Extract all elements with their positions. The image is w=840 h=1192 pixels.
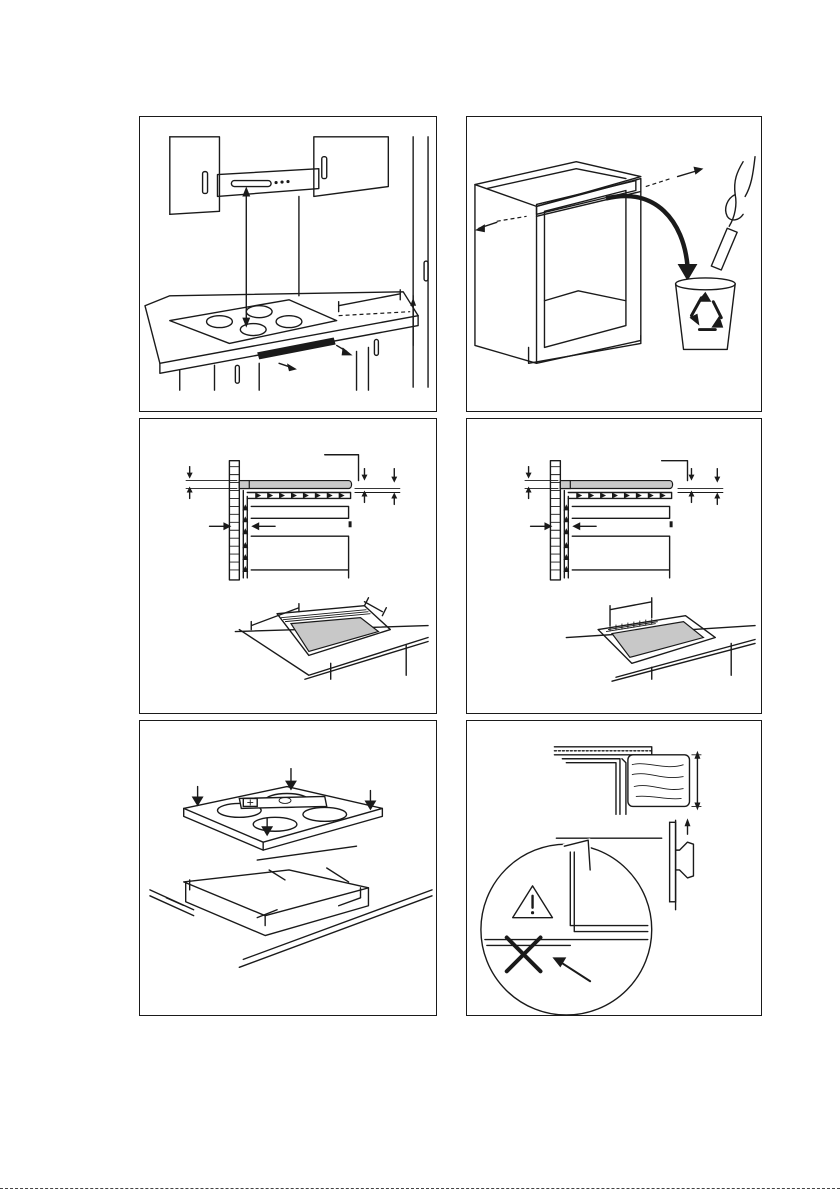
hood-clearance-drawing — [140, 117, 436, 411]
remove-cabinet-panel-drawing — [467, 117, 761, 411]
ventilation-with-frame-drawing — [140, 419, 436, 713]
figure-worktop-drawer-warning — [466, 720, 762, 1016]
figure-ventilation-without-frame — [466, 418, 762, 714]
figure-remove-cabinet-panel — [466, 116, 762, 412]
ventilation-without-frame-drawing — [467, 419, 761, 713]
figure-install-hob-seal — [139, 720, 437, 1016]
figure-hood-clearance — [139, 116, 437, 412]
install-hob-seal-drawing — [140, 721, 436, 1015]
worktop-drawer-warning-drawing — [467, 721, 761, 1015]
figure-ventilation-with-frame — [139, 418, 437, 714]
page-cut-line — [0, 1188, 840, 1189]
